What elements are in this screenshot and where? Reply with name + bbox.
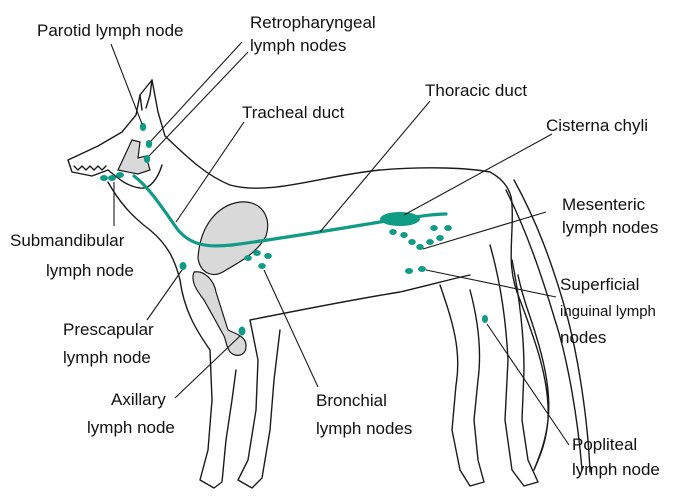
dog-back-outline (68, 80, 549, 470)
mesenteric-node (389, 229, 397, 235)
submandibular-node (108, 175, 116, 181)
superficial-inguinal-node (418, 266, 426, 272)
humerus-bone (193, 272, 246, 356)
leader-bronchial (264, 270, 318, 387)
submandibular-node (116, 172, 124, 178)
label-cisterna: Cisterna chyli (546, 116, 648, 135)
bronchial-node (264, 253, 272, 259)
leader-retropharyngeal-2 (149, 52, 248, 156)
dog-teeth-outline (74, 166, 106, 170)
mesenteric-node (444, 225, 452, 231)
leader-cisterna (404, 134, 552, 215)
scapula-bone (198, 202, 268, 275)
bronchial-node (244, 255, 252, 261)
cisterna-chyli (380, 212, 420, 226)
prescapular-node (180, 262, 187, 270)
label-tracheal: Tracheal duct (242, 103, 345, 122)
label-superficial-inguinal: Superficial inguinal lymph nodes (560, 275, 661, 347)
label-popliteal: Popliteal lymph node (572, 435, 660, 479)
label-axillary: Axillary lymph node (87, 390, 175, 437)
mesenteric-node (430, 225, 438, 231)
label-parotid: Parotid lymph node (37, 21, 183, 40)
bronchial-node (253, 250, 261, 256)
label-submandibular: Submandibular lymph node (10, 231, 134, 280)
label-bronchial: Bronchial lymph nodes (316, 391, 412, 438)
submandibular-node (100, 175, 108, 181)
label-mesenteric: Mesenteric lymph nodes (562, 195, 658, 237)
dog-belly-outline (250, 275, 470, 320)
label-retropharyngeal: Retropharyngeal lymph nodes (250, 13, 380, 55)
leader-superficial-inguinal (426, 270, 556, 297)
label-prescapular: Prescapular lymph node (63, 320, 158, 367)
leader-parotid (111, 44, 142, 124)
mesenteric-node (408, 239, 416, 245)
axillary-node (239, 327, 246, 336)
dog-front-leg-1 (180, 280, 236, 488)
leader-mesenteric (423, 212, 546, 249)
mesenteric-node (416, 244, 424, 250)
label-thoracic: Thoracic duct (425, 81, 527, 100)
leader-popliteal (487, 324, 569, 445)
parotid-node (140, 123, 146, 131)
mesenteric-node (400, 232, 408, 238)
mesenteric-node (436, 235, 444, 241)
leader-prescapular (147, 270, 182, 320)
leader-retropharyngeal-1 (151, 42, 242, 141)
popliteal-node (482, 315, 488, 323)
dog-ear-outline (140, 80, 152, 110)
mesenteric-node (426, 239, 434, 245)
bronchial-node (258, 263, 266, 269)
superficial-inguinal-node (405, 268, 413, 274)
lymph-ducts (134, 176, 446, 246)
dog-hind-leg-1 (440, 285, 484, 486)
labels: Parotid lymph node Retropharyngeal lymph… (10, 13, 661, 479)
